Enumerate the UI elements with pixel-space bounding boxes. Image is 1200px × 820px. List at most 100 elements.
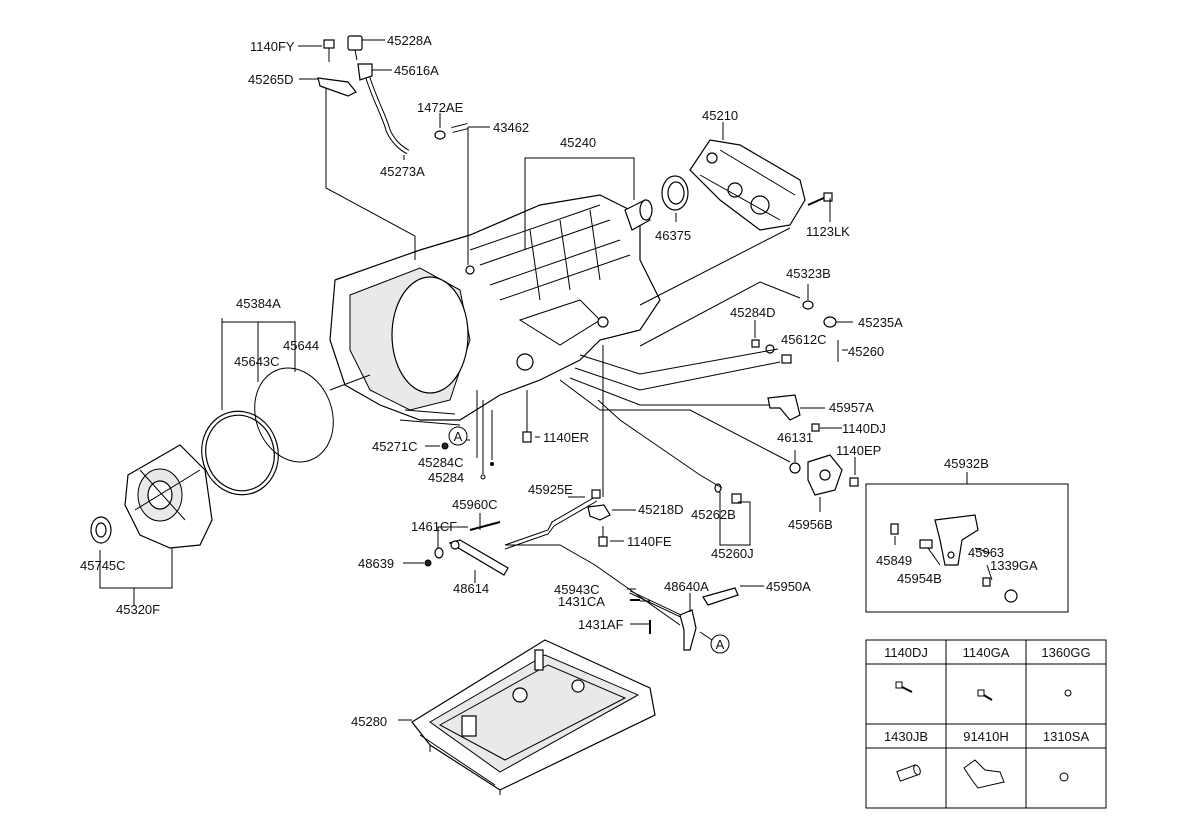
legend-1430JB: 1430JB <box>884 729 928 744</box>
label-48614: 48614 <box>453 581 489 596</box>
ref-a-upper-label: A <box>454 429 463 444</box>
lever-45218D[interactable] <box>587 504 611 521</box>
ref-circle-a-lower: A <box>710 634 730 654</box>
washer-1461CF[interactable] <box>434 547 444 559</box>
bolt-1140FY[interactable] <box>323 39 335 62</box>
callout-labels: 1140FY 45228A 45265D 45616A 1472AE 43462… <box>80 33 1038 729</box>
label-1140FE: 1140FE <box>627 534 672 549</box>
label-45957A: 45957A <box>829 400 874 415</box>
plug-45284[interactable] <box>480 474 486 480</box>
label-45240: 45240 <box>560 135 596 150</box>
gasket-45643C[interactable] <box>192 403 287 504</box>
label-45265D: 45265D <box>248 72 294 87</box>
nut-icon-1310SA <box>1059 772 1069 782</box>
pin-45960C[interactable] <box>469 521 501 531</box>
plug-45260J[interactable] <box>731 493 742 504</box>
nut-1339GA[interactable] <box>1004 589 1018 603</box>
label-45284C: 45284C <box>418 455 464 470</box>
bolt-1123LK[interactable] <box>807 192 833 206</box>
legend-1140DJ: 1140DJ <box>884 645 928 660</box>
clip-1339GA-a[interactable] <box>982 577 991 587</box>
bolt-1140DJ-side[interactable] <box>811 423 820 432</box>
rod-45925E[interactable] <box>504 489 601 550</box>
clip-45616A[interactable] <box>357 63 373 81</box>
bracket-icon-91410H <box>963 759 1005 789</box>
sleeve-45240-cap[interactable] <box>624 199 653 231</box>
seal-45745C[interactable] <box>90 516 112 544</box>
oil-pan-45280[interactable] <box>411 639 656 795</box>
bracket-45265D[interactable] <box>317 77 357 97</box>
bracket-45957A[interactable] <box>767 394 801 421</box>
clip-45849[interactable] <box>890 523 899 535</box>
oil-pump-45320F[interactable] <box>124 444 213 549</box>
label-1431CA: 1431CA <box>558 594 605 609</box>
label-45644: 45644 <box>283 338 319 353</box>
bolt-1140ER[interactable] <box>522 390 532 443</box>
label-1140DJ: 1140DJ <box>842 421 886 436</box>
bolt-1140EP[interactable] <box>849 477 859 487</box>
label-1140EP: 1140EP <box>836 443 881 458</box>
label-45260: 45260 <box>848 344 884 359</box>
legend-91410H: 91410H <box>963 729 1009 744</box>
bolt-icon-1140DJ <box>895 681 913 693</box>
label-45320F: 45320F <box>116 602 160 617</box>
washer-45323B[interactable] <box>802 300 814 310</box>
plug-45260[interactable] <box>781 354 792 364</box>
label-1140ER: 1140ER <box>543 430 589 445</box>
label-45932B: 45932B <box>944 456 989 471</box>
detail-box-45932B <box>865 483 1069 613</box>
label-45384A: 45384A <box>236 296 281 311</box>
ref-circle-a-upper: A <box>448 426 468 446</box>
label-45616A: 45616A <box>394 63 439 78</box>
label-45612C: 45612C <box>781 332 827 347</box>
seal-46131[interactable] <box>789 462 801 474</box>
label-46375: 46375 <box>655 228 691 243</box>
label-45963: 45963 <box>968 545 1004 560</box>
label-1123LK: 1123LK <box>806 224 850 239</box>
pin-45954B[interactable] <box>919 539 933 549</box>
lever-48640A[interactable] <box>679 609 697 651</box>
sleeve-icon-1430JB <box>896 764 921 782</box>
lever-48614[interactable] <box>448 539 509 576</box>
label-45284: 45284 <box>428 470 464 485</box>
seal-46375[interactable] <box>661 175 689 211</box>
label-45950A: 45950A <box>766 579 811 594</box>
plug-45284D[interactable] <box>751 339 760 348</box>
ref-a-lower-label: A <box>716 637 725 652</box>
label-48639: 48639 <box>358 556 394 571</box>
sensor-45956B[interactable] <box>807 454 843 496</box>
label-45280: 45280 <box>351 714 387 729</box>
label-45954B: 45954B <box>897 571 942 586</box>
label-45925E: 45925E <box>528 482 573 497</box>
pipe-43462[interactable] <box>451 123 469 133</box>
plug-45271C[interactable] <box>441 442 449 450</box>
plug-45235A[interactable] <box>823 316 837 328</box>
label-1140FY: 1140FY <box>250 39 295 54</box>
label-45210: 45210 <box>702 108 738 123</box>
oring-45644[interactable] <box>242 357 346 473</box>
bolt-icon-1140GA <box>977 689 993 701</box>
label-45235A: 45235A <box>858 315 903 330</box>
oring-1472AE[interactable] <box>434 130 446 140</box>
label-45228A: 45228A <box>387 33 432 48</box>
leader-lines <box>99 39 993 721</box>
label-48640A: 48640A <box>664 579 709 594</box>
hose-45273A[interactable] <box>365 77 410 155</box>
plug-45284C[interactable] <box>490 462 494 466</box>
label-1339GA: 1339GA <box>990 558 1038 573</box>
label-45323B: 45323B <box>786 266 831 281</box>
oring-45612C[interactable] <box>765 344 775 354</box>
plate-45950A[interactable] <box>702 587 739 606</box>
bolt-1140FE[interactable] <box>598 526 608 547</box>
label-45643C: 45643C <box>234 354 280 369</box>
transmission-case-45240[interactable] <box>329 194 661 426</box>
bracket-45963[interactable] <box>934 514 979 566</box>
label-45745C: 45745C <box>80 558 126 573</box>
label-45271C: 45271C <box>372 439 418 454</box>
label-45262B: 45262B <box>691 507 736 522</box>
mount-bracket-45210[interactable] <box>689 139 806 231</box>
sensor-45228A[interactable] <box>347 35 363 61</box>
label-45956B: 45956B <box>788 517 833 532</box>
legend-1310SA: 1310SA <box>1043 729 1090 744</box>
pin-48639[interactable] <box>424 559 432 567</box>
